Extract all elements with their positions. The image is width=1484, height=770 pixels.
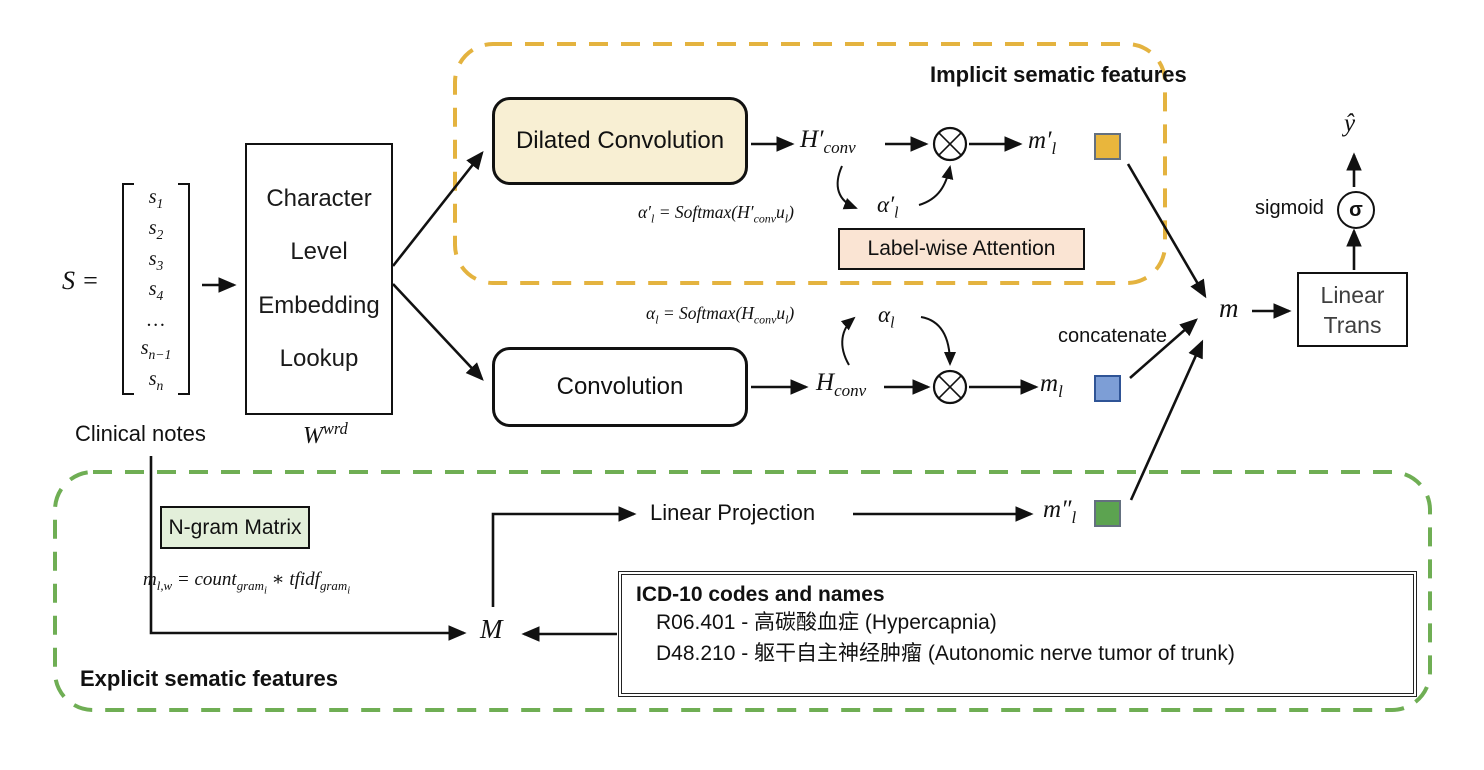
sigma-node: σ [1337,191,1375,229]
m-prime-symbol: m′l [1028,127,1057,158]
linear-trans-box: Linear Trans [1297,272,1408,347]
sigmoid-label: sigmoid [1255,197,1324,219]
curve-hconv-to-alpha-mid [840,316,856,366]
curve-hconv-to-alpha-top [836,165,858,210]
embedding-weight-symbol: Wwrd [303,419,348,449]
arrow-M-to-linear-projection [491,506,637,607]
implicit-attention-formula: α′l = Softmax(H′convul) [638,202,794,226]
char-embedding-box: Character Level Embedding Lookup [245,143,393,415]
m-l-symbol: ml [1040,370,1063,401]
ngram-formula: ml,w = countgrami ∗ tfidfgrami [143,569,351,597]
arrow-explicit-to-m [1129,339,1204,501]
linear-trans-line: Linear [1320,281,1385,308]
embedding-line: Level [290,238,348,266]
matrix-bracket-left [122,183,134,395]
m-double-prime-symbol: m″l [1043,496,1077,527]
embedding-line: Embedding [258,291,380,319]
explicit-feature-square [1094,500,1121,527]
m-concat-symbol: m [1219,293,1239,323]
M-matrix-symbol: M [480,614,503,644]
alpha-symbol: αl [878,302,895,332]
explicit-region-title: Explicit sematic features [80,666,339,691]
icd-code-item: D48.210 - 躯干自主神经肿瘤 (Autonomic nerve tumo… [656,642,1235,665]
icd-code-item: R06.401 - 高碳酸血症 (Hypercapnia) [656,611,997,634]
embedding-line: Lookup [279,345,359,373]
curve-alpha-to-mult-top [918,165,954,206]
dilated-convolution-box: Dilated Convolution [492,97,748,185]
linear-projection-label: Linear Projection [650,500,816,525]
arrow-embedding-to-dilated [391,150,484,267]
clinical-notes-caption: Clinical notes [75,421,206,446]
curve-alpha-to-mult-mid [920,316,956,366]
matrix-row: sn [148,367,164,393]
arrow-implicit-to-m [1126,163,1207,299]
ngram-matrix-box: N-gram Matrix [160,506,310,549]
convolution-box: Convolution [492,347,748,427]
concatenate-label: concatenate [1058,325,1167,347]
implicit-feature-square [1094,133,1121,160]
matrix-row: s4 [148,278,164,304]
alpha-prime-symbol: α′l [877,192,899,222]
linear-trans-line: Trans [1323,311,1382,338]
icd-codes-box: ICD-10 codes and names R06.401 - 高碳酸血症 (… [618,571,1417,697]
h-conv-prime-symbol: H′conv [800,126,856,157]
multiply-node-mid [932,369,968,405]
matrix-bracket-right [178,183,190,395]
matrix-row: s1 [148,186,164,211]
embedding-line: Character [266,184,372,212]
conv-attention-formula: αl = Softmax(Hconvul) [646,303,795,327]
label-wise-attention-box: Label-wise Attention [838,228,1085,270]
matrix-row: sn−1 [140,337,172,363]
arrow-embedding-to-conv [392,283,484,381]
matrix-row: … [147,309,165,332]
y-hat-symbol: ŷ [1344,110,1356,137]
conv-feature-square [1094,375,1121,402]
matrix-row: s2 [148,216,164,242]
multiply-node-top [932,126,968,162]
icd-box-title: ICD-10 codes and names [636,583,885,606]
matrix-row: s3 [148,247,164,273]
implicit-region-title: Implicit sematic features [930,62,1187,87]
h-conv-symbol: Hconv [816,369,867,400]
input-token-column: s1 s2 s3 s4 … sn−1 sn [126,186,186,394]
input-vector-symbol: S = [62,266,100,295]
